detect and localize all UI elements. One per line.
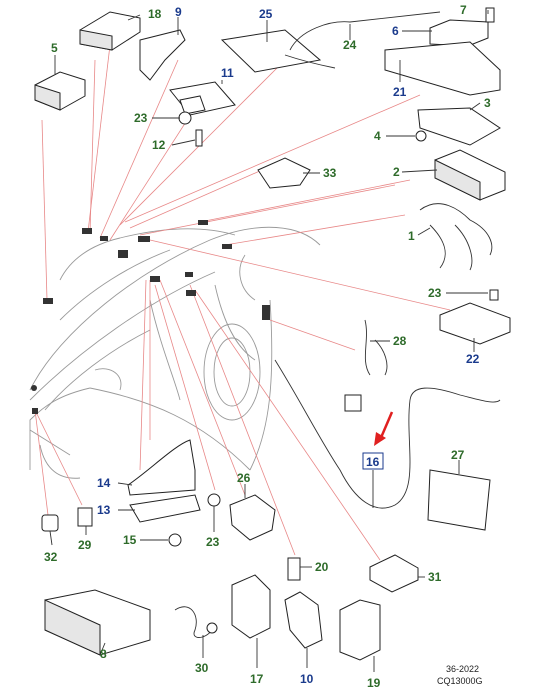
part-13-gasket (129, 494, 201, 523)
part-22-module (439, 302, 511, 345)
reference-block: 36-2022 CQ13000G (437, 664, 483, 686)
callout-30: 30 (195, 661, 209, 675)
callout-26: 26 (237, 471, 251, 485)
callout-labels: 18 9 25 7 6 5 24 11 21 3 23 4 12 33 2 1 … (44, 3, 491, 690)
location-leaders (34, 44, 451, 561)
part-9-bracket (139, 29, 186, 81)
callout-22: 22 (466, 352, 480, 366)
callout-21: 21 (393, 85, 407, 99)
callout-23-right: 23 (428, 286, 442, 300)
highlight-arrow (374, 411, 394, 446)
part-25-pad (220, 29, 322, 73)
part-15-nut (168, 533, 182, 547)
part-5-module (34, 71, 86, 111)
callout-25: 25 (259, 7, 273, 21)
callout-27: 27 (451, 448, 465, 462)
part-20-clip (287, 557, 301, 581)
callout-leaders (49, 10, 489, 672)
callout-5: 5 (51, 41, 58, 55)
callout-31: 31 (428, 570, 442, 584)
part-4-nut (415, 130, 427, 142)
callout-9: 9 (175, 5, 182, 19)
callout-23-lower: 23 (206, 535, 220, 549)
callout-20: 20 (315, 560, 329, 574)
callout-2: 2 (393, 165, 400, 179)
part-31-module (369, 554, 419, 593)
part-33-holder (257, 157, 311, 189)
part-30-harness (174, 606, 218, 638)
callout-4: 4 (374, 129, 381, 143)
callout-28: 28 (393, 334, 407, 348)
callout-19: 19 (367, 676, 381, 690)
callout-18: 18 (148, 7, 162, 21)
callout-33: 33 (323, 166, 337, 180)
callout-3: 3 (484, 96, 491, 110)
callout-6: 6 (392, 24, 399, 38)
callout-11: 11 (221, 66, 234, 80)
callout-15: 15 (123, 533, 137, 547)
callout-29: 29 (78, 538, 92, 552)
callout-17: 17 (250, 672, 264, 686)
part-3-bracket (417, 107, 501, 146)
part-29-connector (77, 507, 93, 527)
part-32-plug (41, 514, 59, 532)
callout-7: 7 (460, 3, 467, 17)
part-16-antenna-cable (274, 359, 501, 509)
callout-14: 14 (97, 476, 111, 490)
location-markers (31, 220, 270, 414)
part-6-module (429, 19, 489, 47)
part-26-module (229, 494, 276, 541)
part-18-module (79, 11, 141, 51)
callout-32: 32 (44, 550, 58, 564)
part-8-console (44, 589, 151, 656)
callout-8: 8 (100, 647, 107, 661)
part-11-bracket (169, 81, 236, 116)
callout-1: 1 (408, 229, 415, 243)
part-12-bolt (195, 129, 203, 147)
vehicle-outline (29, 226, 321, 479)
callout-16-box (362, 452, 384, 470)
part-14-shark-fin-antenna (127, 439, 196, 496)
part-23-fastener-right (489, 289, 499, 301)
callout-23-upper: 23 (134, 111, 148, 125)
part-19-module (339, 599, 381, 661)
part-7-bolt (485, 7, 495, 23)
callout-12: 12 (152, 138, 166, 152)
callout-16: 16 (366, 455, 380, 469)
reference-date: 36-2022 (446, 664, 479, 674)
part-21-tray (384, 41, 501, 96)
callout-24: 24 (343, 38, 357, 52)
reference-code: CQ13000G (437, 676, 483, 686)
part-1-harness (419, 203, 493, 271)
part-2-module (434, 149, 506, 201)
callout-10: 10 (300, 672, 314, 686)
part-27-panel (427, 469, 491, 531)
part-24-cable (284, 11, 441, 69)
part-23-nut-bottom (207, 493, 221, 507)
part-23-nut-top (178, 111, 192, 125)
part-17-module (231, 574, 271, 639)
part-10-bracket (284, 591, 323, 649)
callout-13: 13 (97, 503, 111, 517)
part-28-harness (344, 319, 388, 412)
